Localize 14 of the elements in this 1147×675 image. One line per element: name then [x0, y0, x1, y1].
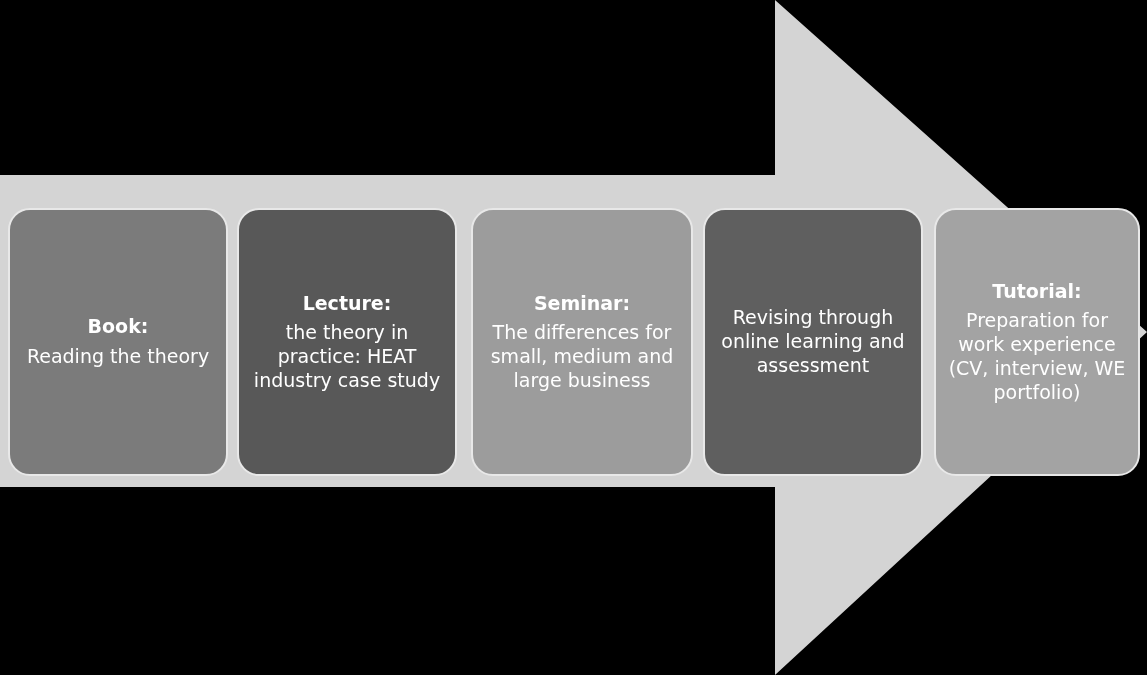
- box-text: Reading the theory: [26, 345, 210, 369]
- process-box: [934, 208, 1140, 476]
- box-text: the theory in practice: HEAT industry case study: [252, 321, 442, 393]
- process-box: [703, 208, 923, 476]
- process-box: [8, 208, 228, 476]
- box-heading: Book:: [87, 315, 149, 339]
- box-text: Revising through online learning and assessment: [720, 306, 906, 378]
- box-text: Preparation for work experience (CV, interview, WE portfolio): [948, 309, 1126, 405]
- box-heading: Tutorial:: [992, 279, 1082, 304]
- box-heading: Lecture:: [302, 291, 392, 316]
- process-box: [237, 208, 457, 476]
- process-box: [471, 208, 693, 476]
- box-heading: Seminar:: [533, 291, 631, 316]
- box-text: The differences for small, medium and large business: [489, 321, 675, 393]
